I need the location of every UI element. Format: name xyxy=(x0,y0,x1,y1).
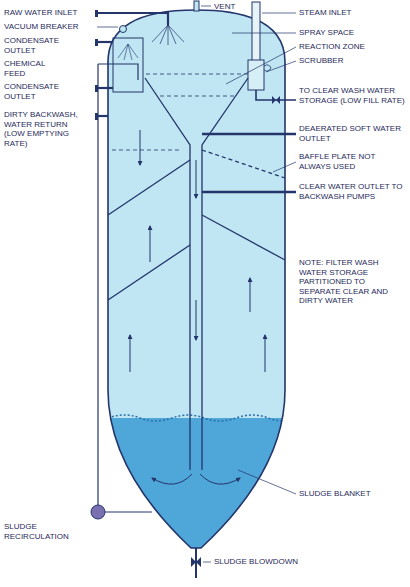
valve-symbol xyxy=(191,557,201,567)
callout-label: CONDENSATE OUTLET xyxy=(4,36,74,55)
recirculation-pipe xyxy=(97,64,98,505)
callout-label: SLUDGE BLOWDOWN xyxy=(214,557,324,567)
leader-line xyxy=(266,61,296,72)
callout-label: SCRUBBER xyxy=(299,56,406,66)
water-surface-line xyxy=(146,74,248,75)
leader-line xyxy=(262,13,296,14)
recirculation-pipe xyxy=(105,511,152,512)
callout-label: DEAERATED SOFT WATER OUTLET xyxy=(299,124,406,143)
spray-fan xyxy=(152,25,184,45)
leader-line xyxy=(97,27,118,28)
vent-pipe xyxy=(194,1,199,11)
callout-label: SLUDGE BLANKET xyxy=(299,489,406,499)
callout-label: STEAM INLET xyxy=(299,8,406,18)
leader-line xyxy=(201,6,211,7)
baffle xyxy=(108,160,190,215)
leader-line xyxy=(232,33,296,34)
baffle xyxy=(108,245,190,300)
baffle xyxy=(202,215,285,260)
callout-label: CLEAR WATER OUTLET TO BACKWASH PUMPS xyxy=(299,182,406,201)
pipe-flange xyxy=(95,113,98,120)
valve-symbol xyxy=(272,96,280,104)
pipe-flange xyxy=(95,10,98,17)
scrubber xyxy=(248,60,264,90)
reaction-funnel xyxy=(145,78,190,470)
callout-label: VENT xyxy=(214,2,294,12)
callout-label: RAW WATER INLET xyxy=(4,8,94,18)
callout-label: NOTE: FILTER WASH WATER STORAGE PARTITIO… xyxy=(299,258,406,306)
callout-label: SPRAY SPACE xyxy=(299,28,406,38)
water-surface-line xyxy=(112,150,180,151)
callout-label: CHEMICAL FEED xyxy=(4,59,64,78)
pipe-flange xyxy=(95,39,98,46)
clear-water-outlet-pipe xyxy=(202,191,296,193)
soft-water-outlet-pipe xyxy=(202,133,296,135)
flow-arrows xyxy=(130,130,265,484)
wash-storage-pipe xyxy=(256,90,296,100)
water-surface-line xyxy=(160,96,236,97)
sludge-surface xyxy=(108,415,300,421)
callout-label: DIRTY BACKWASH, WATER RETURN (LOW EMPTYI… xyxy=(4,110,86,148)
leader-line xyxy=(226,47,296,84)
leader-line xyxy=(238,470,296,494)
steam-pipe xyxy=(252,2,260,62)
condensate-pipe xyxy=(97,87,113,89)
sludge-fill xyxy=(100,418,300,558)
vessel-shell xyxy=(108,10,285,548)
leader-line xyxy=(203,562,211,563)
spray-fan xyxy=(118,44,138,60)
raw-water-pipe xyxy=(97,13,168,25)
callout-label: SLUDGE RECIRCULATION xyxy=(4,522,89,541)
optional-baffle xyxy=(202,150,285,178)
leader-line xyxy=(273,162,296,172)
water-surface xyxy=(112,74,248,150)
callout-label: REACTION ZONE xyxy=(299,42,406,52)
chemical-feed-line xyxy=(98,64,138,80)
recirculation-pump xyxy=(91,505,105,519)
condensate-pipe xyxy=(97,41,113,43)
sludge-zone xyxy=(100,415,300,558)
callout-label: VACUUM BREAKER xyxy=(4,22,94,32)
backwash-return-pipe xyxy=(97,115,108,117)
blowdown-pipe xyxy=(195,548,197,578)
callout-label: CONDENSATE OUTLET xyxy=(4,82,74,101)
callout-label: TO CLEAR WASH WATER STORAGE (LOW FILL RA… xyxy=(299,86,406,105)
reaction-funnel xyxy=(202,78,248,470)
callout-label: BAFFLE PLATE NOT ALWAYS USED xyxy=(299,152,406,171)
vacuum-breaker xyxy=(120,26,127,33)
